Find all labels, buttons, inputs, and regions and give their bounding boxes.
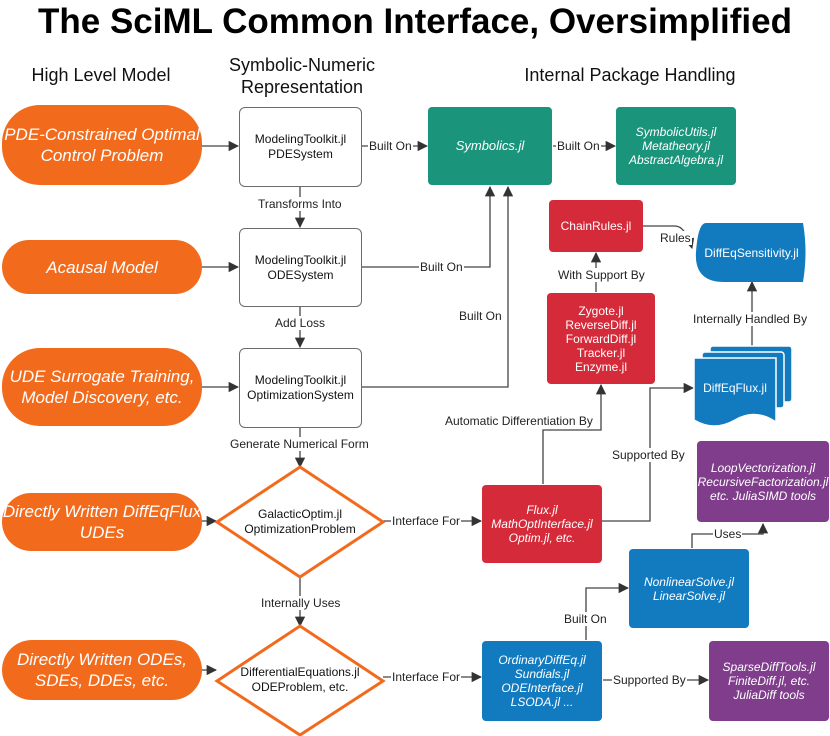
column-header-internal: Internal Package Handling bbox=[524, 65, 736, 85]
edge-ode-symbolics bbox=[361, 185, 496, 268]
diffeqsensitivity-label[interactable]: DiffEqSensitivity.jl bbox=[704, 245, 799, 260]
model-odes-sdes-ddes[interactable]: Directly Written ODEs, SDEs, DDEs, etc. bbox=[2, 640, 202, 700]
diffeqflux-label[interactable]: DiffEqFlux.jl bbox=[703, 381, 767, 395]
edge-flux-ad bbox=[542, 383, 607, 484]
symbolics-box[interactable]: Symbolics.jl bbox=[428, 107, 552, 185]
odeproblem-diamond bbox=[214, 624, 386, 736]
edge-label-built-on-symbolics: Built On bbox=[556, 139, 601, 153]
edge-label-add-loss: Add Loss bbox=[274, 316, 327, 330]
chainrules-box[interactable]: ChainRules.jl bbox=[549, 200, 643, 252]
model-acausal[interactable]: Acausal Model bbox=[2, 240, 202, 294]
optproblem-diamond bbox=[214, 465, 386, 579]
edge-label-transforms-into: Transforms Into bbox=[257, 197, 343, 211]
edge-label-interface-for-ode: Interface For bbox=[391, 670, 462, 684]
column-header-symbolic-numeric: Symbolic-Numeric Representation bbox=[228, 55, 376, 97]
diffeqsensitivity-shape bbox=[695, 223, 806, 282]
edge-label-built-on-opt: Built On bbox=[458, 309, 503, 323]
edge-label-internally-uses: Internally Uses bbox=[260, 596, 342, 610]
odesystem-box[interactable]: ModelingToolkit.jl ODESystem bbox=[239, 228, 362, 307]
model-diffeqflux-udes[interactable]: Directly Written DiffEqFlux UDEs bbox=[2, 493, 202, 551]
edge-label-supported-by-ordinarydiffeq: Supported By bbox=[612, 673, 687, 687]
model-pde-optimal-control[interactable]: PDE-Constrained Optimal Control Problem bbox=[2, 105, 202, 185]
loopvectorization-box[interactable]: LoopVectorization.jl RecursiveFactorizat… bbox=[697, 441, 829, 522]
edge-label-with-support-by: With Support By bbox=[557, 268, 646, 282]
ordinarydiffeq-box[interactable]: OrdinaryDiffEq.jl Sundials.jl ODEInterfa… bbox=[482, 641, 602, 721]
optimizationsystem-box[interactable]: ModelingToolkit.jl OptimizationSystem bbox=[239, 348, 362, 428]
edge-label-uses: Uses bbox=[713, 527, 743, 541]
flux-optim-box[interactable]: Flux.jl MathOptInterface.jl Optim.jl, et… bbox=[482, 485, 602, 563]
edge-label-interface-for-opt: Interface For bbox=[391, 514, 462, 528]
edge-label-internally-handled-by: Internally Handled By bbox=[692, 312, 809, 326]
symbolicutils-box[interactable]: SymbolicUtils.jl Metatheory.jl AbstractA… bbox=[616, 107, 736, 185]
optimizationproblem-label[interactable]: GalacticOptim.jl OptimizationProblem bbox=[244, 507, 356, 536]
edge-label-rules: Rules bbox=[659, 231, 692, 245]
pdesystem-box[interactable]: ModelingToolkit.jl PDESystem bbox=[239, 107, 362, 187]
edge-label-built-on-ode: Built On bbox=[419, 260, 464, 274]
model-ude-surrogate[interactable]: UDE Surrogate Training, Model Discovery,… bbox=[2, 348, 202, 426]
edge-label-supported-by-flux: Supported By bbox=[611, 448, 686, 462]
odeproblem-label[interactable]: DifferentialEquations.jl ODEProblem, etc… bbox=[240, 665, 360, 694]
edge-label-generate-numerical: Generate Numerical Form bbox=[229, 437, 370, 451]
edge-opt-symbolics bbox=[361, 185, 514, 388]
edge-label-automatic-differentiation: Automatic Differentiation By bbox=[444, 414, 594, 428]
nonlinearsolve-box[interactable]: NonlinearSolve.jl LinearSolve.jl bbox=[629, 549, 749, 628]
sparsedifftools-box[interactable]: SparseDiffTools.jl FiniteDiff.jl, etc. J… bbox=[709, 641, 829, 721]
edge-label-built-on-ordinarydiffeq: Built On bbox=[563, 612, 608, 626]
column-header-high-level: High Level Model bbox=[31, 65, 171, 85]
ad-backends-box[interactable]: Zygote.jl ReverseDiff.jl ForwardDiff.jl … bbox=[547, 293, 655, 384]
page-title: The SciML Common Interface, Oversimplifi… bbox=[38, 2, 792, 41]
edge-label-built-on-pde: Built On bbox=[368, 139, 413, 153]
